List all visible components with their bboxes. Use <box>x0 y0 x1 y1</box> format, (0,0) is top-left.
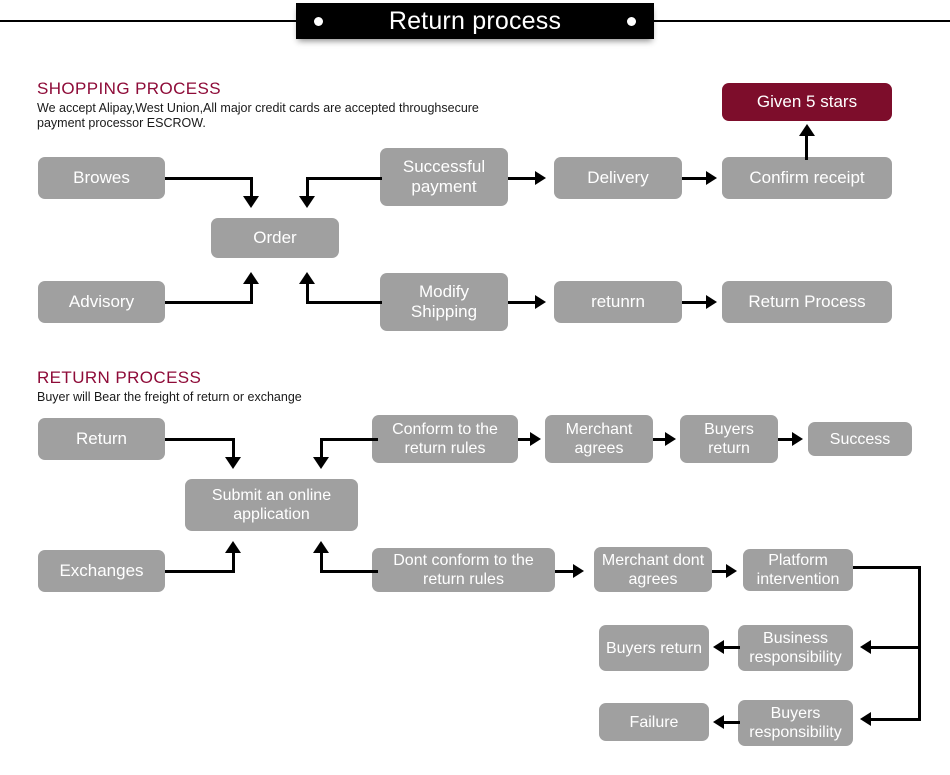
connector-buyers-return-to-success <box>778 438 794 441</box>
arrowhead-up-exchanges-to-submit <box>225 541 241 553</box>
node-platform-intervention[interactable]: Platform intervention <box>743 549 853 591</box>
node-dont-conform-to-return-rules[interactable]: Dont conform to the return rules <box>372 548 555 592</box>
connector-conform-vertical <box>320 438 323 459</box>
arrowhead-up-to-given-5-stars <box>799 124 815 136</box>
arrowhead-left-to-buyers-return-mid <box>713 640 724 654</box>
connector-modify-to-retunrn <box>508 301 538 304</box>
node-business-responsibility[interactable]: Business responsibility <box>738 625 853 671</box>
connector-dont-conform-vertical <box>320 552 323 573</box>
connector-bus-to-business-responsibility <box>868 646 921 649</box>
arrowhead-right-to-confirm-receipt <box>706 171 717 185</box>
arrowhead-up-modify-to-order <box>299 272 315 284</box>
connector-advisory-horizontal <box>165 301 253 304</box>
node-modify-shipping[interactable]: Modify Shipping <box>380 273 508 331</box>
arrowhead-down-browes-to-order <box>243 196 259 208</box>
node-advisory[interactable]: Advisory <box>38 281 165 323</box>
arrowhead-down-conform-to-submit <box>313 457 329 469</box>
node-exchanges[interactable]: Exchanges <box>38 550 165 592</box>
arrowhead-right-to-merchant-agrees <box>530 432 541 446</box>
arrowhead-right-to-merchant-dont-agrees <box>573 564 584 578</box>
node-buyers-return-mid[interactable]: Buyers return <box>599 625 709 671</box>
node-success[interactable]: Success <box>808 422 912 456</box>
arrowhead-down-payment-to-order <box>299 196 315 208</box>
node-given-5-stars[interactable]: Given 5 stars <box>722 83 892 121</box>
connector-merchant-to-platform <box>712 570 728 573</box>
arrowhead-up-advisory-to-order <box>243 272 259 284</box>
node-return-process[interactable]: Return Process <box>722 281 892 323</box>
page-title: Return process <box>388 7 562 35</box>
node-merchant-agrees[interactable]: Merchant agrees <box>545 415 653 463</box>
arrowhead-down-return-to-submit <box>225 457 241 469</box>
title-banner <box>296 3 654 39</box>
arrowhead-right-to-return-process <box>706 295 717 309</box>
bullet-dot-icon-right <box>627 17 636 26</box>
connector-right-bus-vertical <box>918 566 921 718</box>
node-buyers-return-top[interactable]: Buyers return <box>680 415 778 463</box>
connector-return-horizontal <box>165 438 235 441</box>
connector-business-to-buyers-return <box>722 646 740 649</box>
arrowhead-right-to-delivery <box>535 171 546 185</box>
connector-buyers-responsibility-to-failure <box>722 721 740 724</box>
arrowhead-right-to-success <box>792 432 803 446</box>
arrowhead-left-to-failure <box>713 715 724 729</box>
arrowhead-left-to-buyers-responsibility <box>860 712 871 726</box>
connector-merchant-agrees-to-buyers-return <box>653 438 667 441</box>
connector-advisory-vertical <box>250 283 253 304</box>
arrowhead-right-to-buyers-return-top <box>665 432 676 446</box>
node-retunrn[interactable]: retunrn <box>554 281 682 323</box>
shopping-section-heading: SHOPPING PROCESS <box>37 79 221 98</box>
connector-payment-vertical <box>306 177 309 198</box>
bullet-dot-icon-left <box>314 17 323 26</box>
connector-modify-horizontal <box>306 301 382 304</box>
arrowhead-up-dont-conform-to-submit <box>313 541 329 553</box>
node-return[interactable]: Return <box>38 418 165 460</box>
node-submit-online-application[interactable]: Submit an online application <box>185 479 358 531</box>
connector-browes-horizontal <box>165 177 253 180</box>
return-section-heading: RETURN PROCESS <box>37 368 202 387</box>
node-buyers-responsibility[interactable]: Buyers responsibility <box>738 700 853 746</box>
connector-retunrn-to-return-process <box>682 301 708 304</box>
connector-modify-vertical <box>306 283 309 304</box>
shopping-section-description: We accept Alipay,West Union,All major cr… <box>37 101 479 130</box>
node-failure[interactable]: Failure <box>599 703 709 741</box>
connector-conform-to-merchant-agrees <box>518 438 532 441</box>
connector-exchanges-horizontal <box>165 570 235 573</box>
connector-platform-to-bus <box>853 566 921 569</box>
node-successful-payment[interactable]: Successful payment <box>380 148 508 206</box>
connector-payment-horizontal <box>306 177 382 180</box>
node-conform-to-return-rules[interactable]: Conform to the return rules <box>372 415 518 463</box>
node-order[interactable]: Order <box>211 218 339 258</box>
arrowhead-right-to-retunrn <box>535 295 546 309</box>
return-section-description: Buyer will Bear the freight of return or… <box>37 390 302 404</box>
connector-confirm-to-stars <box>805 134 808 160</box>
node-delivery[interactable]: Delivery <box>554 157 682 199</box>
connector-conform-horizontal <box>320 438 378 441</box>
node-merchant-dont-agrees[interactable]: Merchant dont agrees <box>594 547 712 592</box>
connector-dont-conform-horizontal <box>320 570 378 573</box>
connector-browes-vertical <box>250 177 253 198</box>
connector-bus-to-buyers-responsibility <box>868 718 921 721</box>
connector-payment-to-delivery <box>508 177 538 180</box>
node-browes[interactable]: Browes <box>38 157 165 199</box>
connector-exchanges-vertical <box>232 552 235 573</box>
connector-dont-conform-to-merchant <box>555 570 575 573</box>
connector-delivery-to-confirm <box>682 177 708 180</box>
node-confirm-receipt[interactable]: Confirm receipt <box>722 157 892 199</box>
arrowhead-left-to-business-responsibility <box>860 640 871 654</box>
connector-return-vertical <box>232 438 235 459</box>
arrowhead-right-to-platform-intervention <box>726 564 737 578</box>
